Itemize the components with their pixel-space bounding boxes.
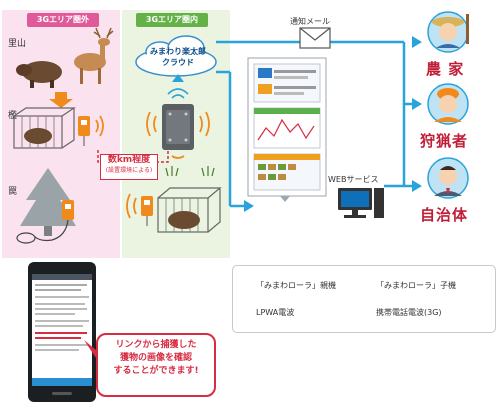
place-cage-label: 檻 [8,111,18,121]
arrow-right-icon [412,36,422,48]
role-municipality-label: 自治体 [420,206,469,224]
cage-trap-outside-icon [13,107,76,149]
arrow-right-icon [412,180,422,192]
distance-sub-label: (設置環境による) [105,167,153,174]
boar-icon [16,61,62,88]
place-village-label: 里山 [8,39,27,49]
web-panel-icon [247,57,327,202]
zone-outside-label: 3Gエリア圏外 [27,13,99,27]
parent-unit-icon [162,104,194,150]
mail-icon [299,27,331,49]
notify-mail-label: 通知メール [290,17,330,26]
role-hunter-label: 狩猟者 [420,132,469,150]
cage-trap-inside-icon [157,187,222,233]
arrow-up-icon [172,74,184,82]
cloud-icon [135,35,217,77]
lpwa-wave-icon [126,193,137,219]
child-unit-icon [78,116,90,146]
web-service-label: WEBサービス [328,175,379,184]
callout-tail [84,340,96,358]
arrow-right-icon [412,98,422,110]
smartphone-icon [28,262,96,402]
zone-inside-label: 3Gエリア圏内 [136,13,208,27]
cloud-name-label: みまわり楽太郎 [150,47,206,56]
grass-icon [165,166,215,177]
callout-line-2: 獲物の画像を確認 [119,353,192,363]
cloud-sub-label: クラウド [162,58,194,67]
place-snare-label: 罠 [8,187,18,197]
lpwa-wave-icon [146,111,210,159]
farmer-avatar-icon [427,11,469,53]
mobile-wave-icon [167,88,189,99]
legend-child-label: 「みまわローラ」子機 [376,281,456,290]
role-farmer-label: 農 家 [426,60,465,78]
child-unit-icon [141,196,153,226]
deer-icon [74,27,114,84]
image-link-callout: リンクから捕獲した 獲物の画像を確認 することができます! [96,333,216,397]
hunter-avatar-icon [427,83,469,125]
lpwa-wave-icon [95,115,104,137]
official-avatar-icon [427,157,469,199]
legend-mobile-label: 携帯電話電波(3G) [376,308,442,317]
legend-box [232,265,496,333]
callout-line-1: リンクから捕獲した [115,340,197,350]
snare-wire-icon [16,219,69,244]
distance-badge: 数km程度 (設置環境による) [100,154,158,180]
legend-lpwa-label: LPWA電波 [256,308,295,317]
child-unit-icon [62,200,74,220]
legend-parent-label: 「みまわローラ」親機 [256,281,336,290]
arrow-right-icon [244,200,254,212]
callout-line-3: することができます! [113,366,199,376]
arrow-down-icon [49,92,73,108]
computer-icon [338,188,384,218]
distance-main-label: 数km程度 [107,155,151,165]
